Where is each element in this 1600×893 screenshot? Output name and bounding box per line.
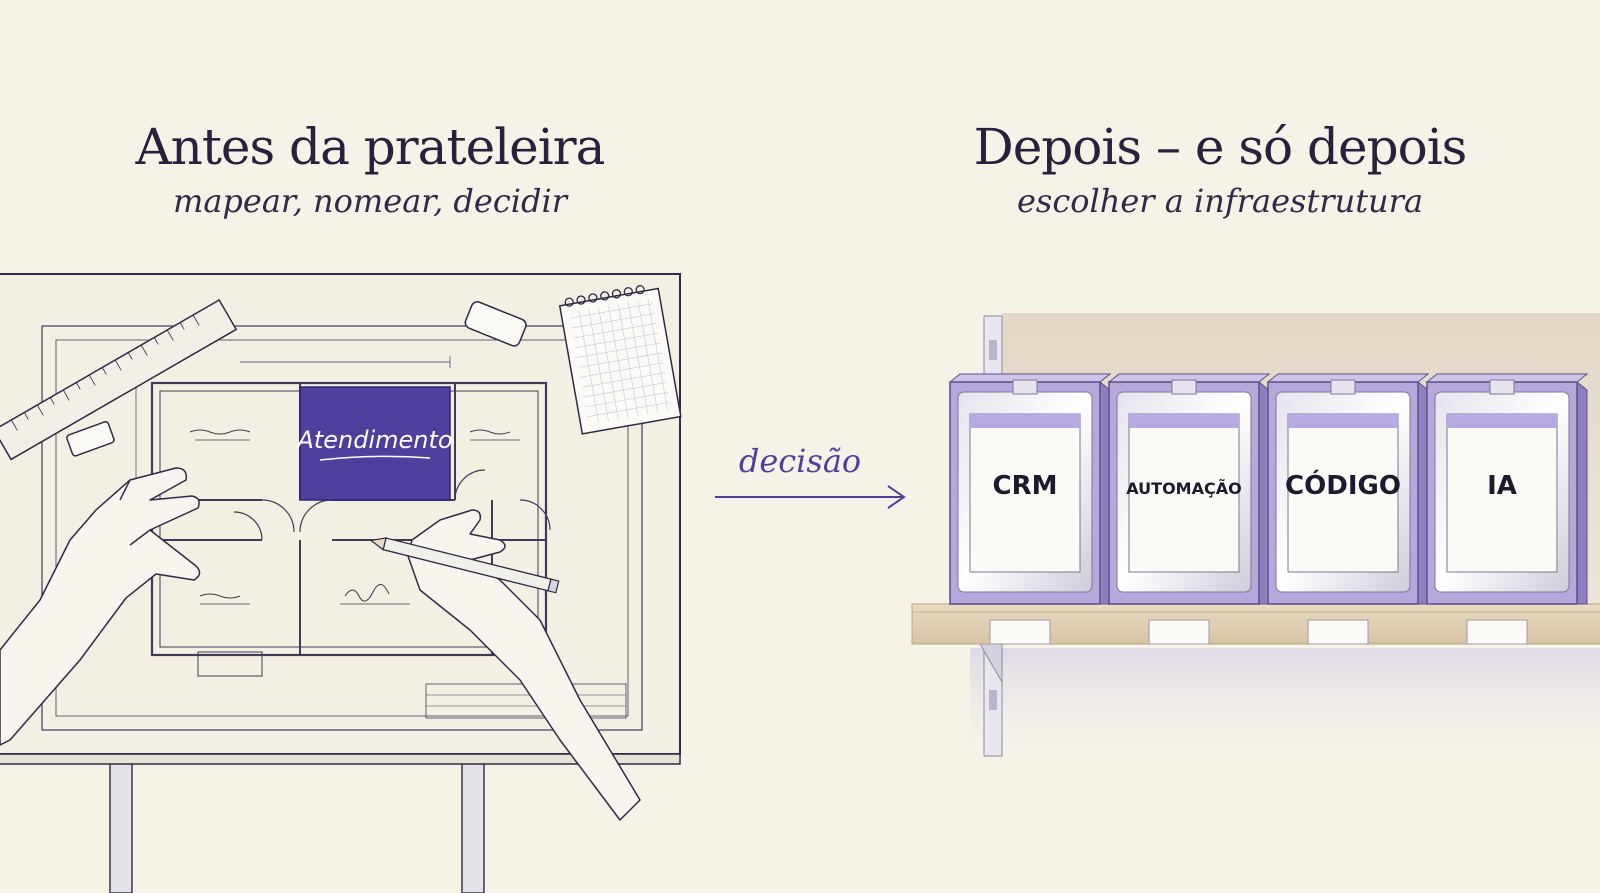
left-title: Antes da prateleira [135,118,606,176]
room-atendimento: Atendimento [295,386,453,501]
infrastructure-boxes: CRM AUTOMAÇÃO CÓDIGO IA [948,373,1589,605]
box-1: CRM [948,373,1112,605]
right-subtitle: escolher a infraestrutura [1016,182,1424,220]
left-hand-icon [0,467,201,746]
arrow-label: decisão [739,442,861,480]
pencil-icon [369,537,560,594]
left-heading: Antes da prateleira mapear, nomear, deci… [100,118,640,220]
box-label: CRM [993,471,1058,501]
box-4: IA [1425,373,1589,605]
right-heading: Depois – e só depois escolher a infraest… [940,118,1500,220]
box-label: CÓDIGO [1285,469,1401,501]
notepad-icon [558,284,682,435]
eraser-icon [464,301,527,347]
decision-arrow: decisão [715,442,906,509]
box-3: CÓDIGO [1266,373,1430,605]
right-hand-icon [407,509,641,821]
box-label: AUTOMAÇÃO [1126,479,1241,498]
small-eraser-icon [66,421,115,457]
box-label: IA [1487,471,1517,501]
room-label: Atendimento [295,426,452,454]
right-title: Depois – e só depois [973,118,1468,176]
ruler [0,298,238,461]
box-2: AUTOMAÇÃO [1107,373,1271,605]
left-subtitle: mapear, nomear, decidir [173,182,567,220]
